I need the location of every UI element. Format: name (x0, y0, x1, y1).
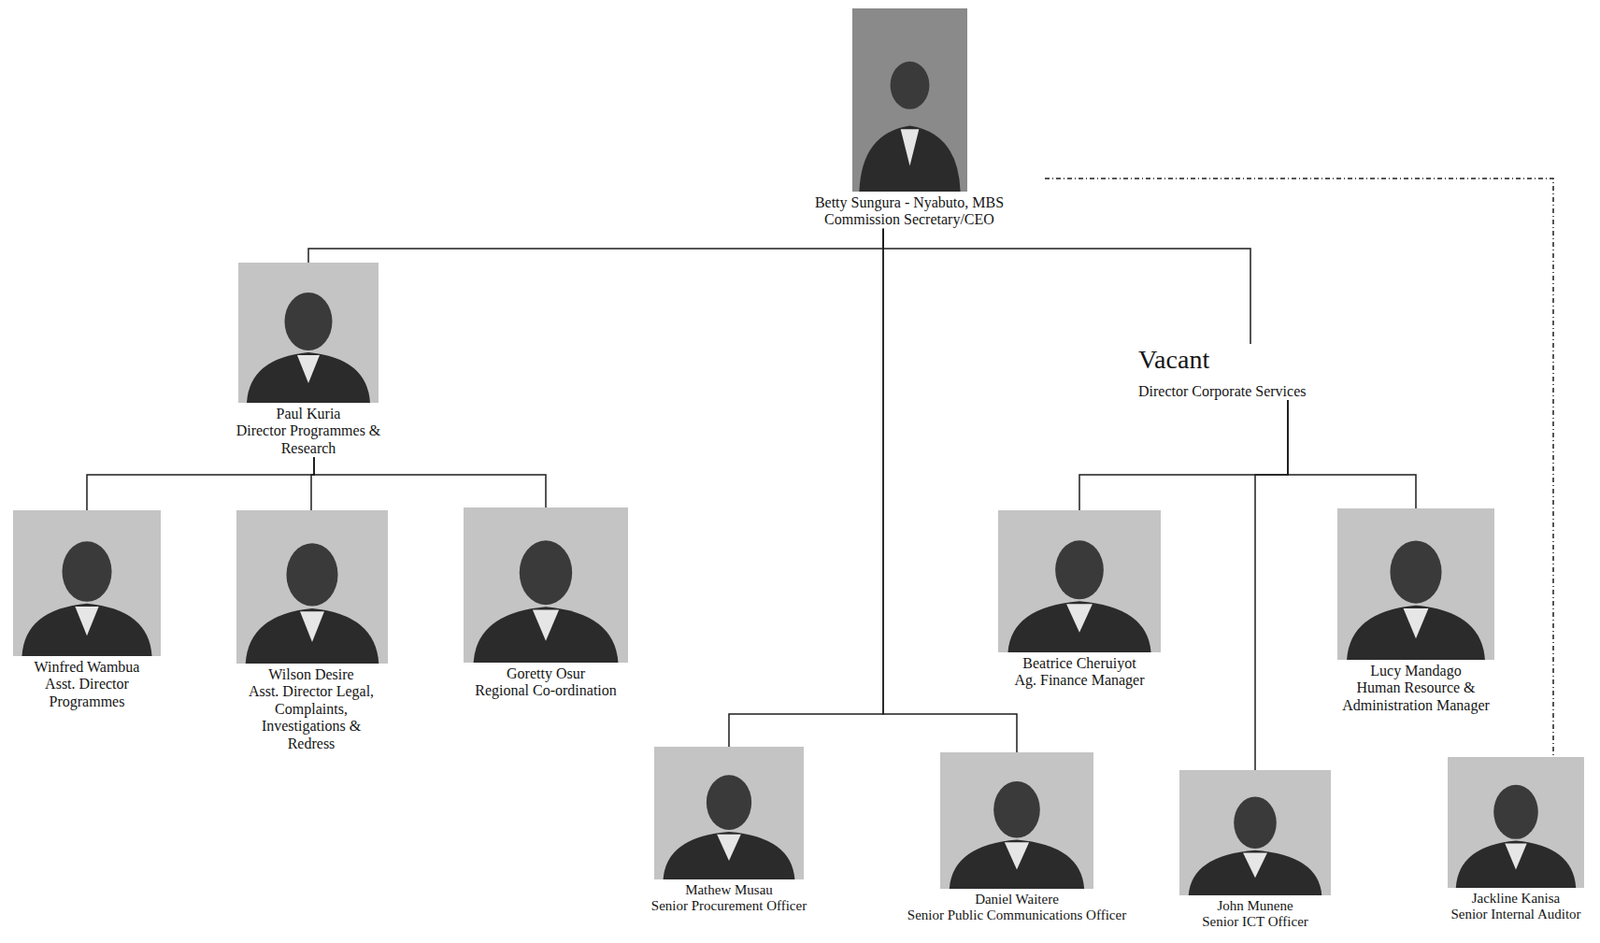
portrait-photo (1337, 508, 1495, 660)
person-name: Mathew Musau (630, 882, 828, 899)
portrait-photo (13, 510, 161, 657)
person-box: Goretty OsurRegional Co-ordination (452, 507, 640, 700)
portrait-photo (998, 510, 1161, 653)
person-box: Jackline KanisaSenior Internal Auditor (1442, 757, 1590, 923)
reporting-line (314, 457, 546, 508)
person-box: Betty Sungura - Nyabuto, MBSCommission S… (773, 8, 1045, 229)
person-name: Daniel Waitere (890, 891, 1143, 908)
reporting-line (883, 228, 1017, 753)
reporting-line (1255, 400, 1288, 771)
portrait-photo (238, 262, 379, 403)
person-name: Paul Kuria (214, 405, 402, 423)
person-name: Wilson Desire (236, 666, 386, 684)
person-box: Winfred WambuaAsst. Director Programmes (7, 510, 167, 711)
job-title: Asst. Director Programmes (7, 675, 167, 711)
person-box: Lucy MandagoHuman Resource & Administrat… (1322, 508, 1510, 715)
portrait-photo (852, 8, 968, 192)
job-title: Senior Public Communications Officer (890, 907, 1143, 924)
person-name: Goretty Osur (452, 665, 640, 683)
reporting-line (86, 457, 315, 511)
reporting-line (308, 228, 884, 263)
portrait-photo (236, 510, 388, 664)
person-name: John Munene (1175, 898, 1335, 915)
person-box: Paul KuriaDirector Programmes & Research (214, 262, 402, 458)
job-title: Director Programmes & Research (214, 422, 402, 458)
portrait-photo (463, 507, 629, 663)
portrait-photo (940, 752, 1094, 889)
reporting-line (883, 228, 1251, 344)
person-box: Wilson DesireAsst. Director Legal, Compl… (236, 510, 386, 753)
job-title: Senior Internal Auditor (1442, 906, 1590, 923)
job-title: Human Resource & Administration Manager (1322, 679, 1510, 715)
person-name: Vacant (1138, 343, 1363, 376)
job-title: Senior Procurement Officer (630, 898, 828, 915)
person-box: Beatrice CheruiyotAg. Finance Manager (985, 510, 1173, 690)
portrait-photo (654, 746, 804, 880)
person-box: Daniel WaitereSenior Public Communicatio… (890, 752, 1143, 924)
job-title: Commission Secretary/CEO (773, 211, 1045, 229)
portrait-photo (1447, 757, 1585, 888)
reporting-line (1079, 400, 1288, 511)
reporting-line (728, 228, 884, 747)
job-title: Senior ICT Officer (1175, 914, 1335, 930)
person-name: Winfred Wambua (7, 658, 167, 676)
person-name: Beatrice Cheruiyot (985, 655, 1173, 672)
job-title: Regional Co-ordination (452, 682, 640, 700)
person-box: Mathew MusauSenior Procurement Officer (630, 746, 828, 915)
person-name: Betty Sungura - Nyabuto, MBS (773, 194, 1045, 212)
person-box: John MuneneSenior ICT Officer (1175, 770, 1335, 930)
portrait-photo (1179, 770, 1331, 896)
job-title: Ag. Finance Manager (985, 671, 1173, 689)
job-title: Director Corporate Services (1138, 383, 1363, 400)
person-name: Lucy Mandago (1322, 662, 1510, 680)
person-box: VacantDirector Corporate Services (1138, 343, 1363, 400)
person-name: Jackline Kanisa (1442, 890, 1590, 907)
job-title: Asst. Director Legal, Complaints, Invest… (236, 683, 386, 753)
reporting-line (1287, 400, 1416, 509)
